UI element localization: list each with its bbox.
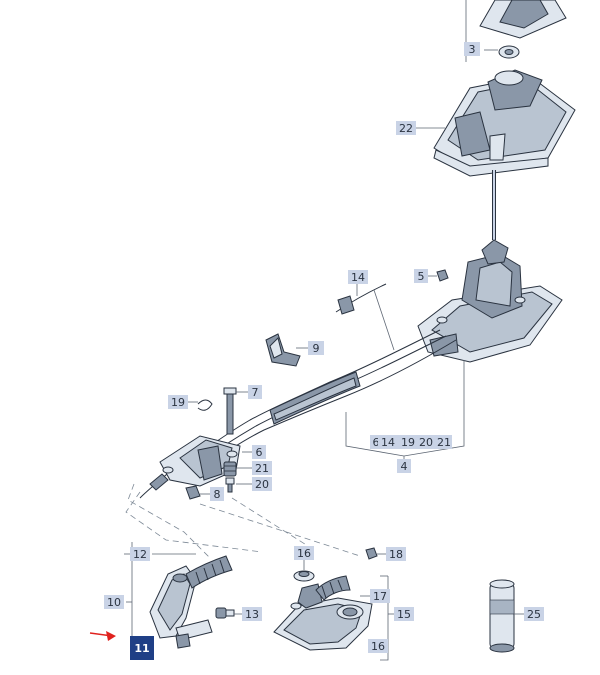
label-17: 17 — [370, 589, 390, 603]
bushing-part-11-item — [175, 633, 191, 649]
label-5: 5 — [414, 269, 428, 283]
bracket-part-9 — [265, 333, 301, 367]
label-12: 12 — [130, 547, 150, 561]
svg-text:12: 12 — [133, 548, 147, 561]
gear-knob-boot — [479, 0, 567, 39]
label-22: 22 — [396, 121, 416, 135]
svg-text:4: 4 — [401, 460, 408, 473]
label-9: 9 — [308, 341, 324, 355]
label-19: 19 — [168, 395, 188, 409]
upper-shift-housing-part-22 — [433, 69, 576, 177]
svg-text:14: 14 — [351, 271, 365, 284]
svg-text:10: 10 — [107, 596, 121, 609]
bolt-part-7 — [223, 387, 237, 435]
svg-text:5: 5 — [418, 270, 425, 283]
selector-lever-assembly — [149, 555, 233, 641]
svg-text:6: 6 — [256, 446, 263, 459]
svg-text:6: 6 — [373, 436, 380, 449]
highlight-arrow — [89, 631, 116, 641]
svg-text:21: 21 — [437, 436, 451, 449]
svg-text:22: 22 — [399, 122, 413, 135]
label-13: 13 — [242, 607, 262, 621]
clip-part-19 — [197, 399, 213, 411]
bolt-part-20 — [225, 477, 235, 493]
svg-text:20: 20 — [255, 478, 269, 491]
label-6: 6 — [252, 445, 266, 459]
washer-part-3 — [498, 45, 520, 59]
lower-shift-mechanism — [417, 239, 563, 363]
nut-part-5 — [436, 269, 449, 282]
label-18: 18 — [386, 547, 406, 561]
svg-text:14: 14 — [381, 436, 395, 449]
label-group-4-items: 6 14 19 20 21 — [370, 435, 452, 449]
svg-text:8: 8 — [214, 488, 221, 501]
nut-part-18 — [365, 547, 378, 560]
label-8: 8 — [210, 487, 224, 501]
svg-text:15: 15 — [397, 608, 411, 621]
svg-text:16: 16 — [297, 547, 311, 560]
label-4: 4 — [397, 459, 411, 473]
label-3: 3 — [464, 42, 480, 56]
bushing-part-21 — [223, 461, 237, 477]
label-16-upper: 16 — [294, 546, 314, 560]
svg-text:11: 11 — [134, 642, 149, 655]
label-25: 25 — [524, 607, 544, 621]
svg-text:3: 3 — [469, 43, 476, 56]
svg-text:25: 25 — [527, 608, 541, 621]
cable-tie-part-14 — [335, 283, 387, 315]
label-15: 15 — [394, 607, 414, 621]
label-14-upper: 14 — [348, 270, 368, 284]
label-21: 21 — [252, 461, 272, 475]
svg-text:17: 17 — [373, 590, 387, 603]
label-20: 20 — [252, 477, 272, 491]
grease-tube-part-25 — [489, 579, 515, 653]
nut-part-8 — [185, 485, 201, 500]
label-10: 10 — [104, 595, 124, 609]
label-16-lower: 16 — [368, 639, 388, 653]
svg-text:13: 13 — [245, 608, 259, 621]
pin-part-13 — [215, 607, 235, 619]
svg-text:9: 9 — [313, 342, 320, 355]
gearbox-lever-assembly — [273, 575, 373, 651]
label-11-highlighted: 11 — [130, 636, 154, 660]
svg-text:21: 21 — [255, 462, 269, 475]
svg-text:19: 19 — [401, 436, 415, 449]
svg-text:19: 19 — [171, 396, 185, 409]
svg-text:20: 20 — [419, 436, 433, 449]
svg-text:16: 16 — [371, 640, 385, 653]
label-7: 7 — [248, 385, 262, 399]
svg-text:18: 18 — [389, 548, 403, 561]
bushing-part-16-upper — [293, 570, 315, 582]
svg-text:7: 7 — [252, 386, 259, 399]
